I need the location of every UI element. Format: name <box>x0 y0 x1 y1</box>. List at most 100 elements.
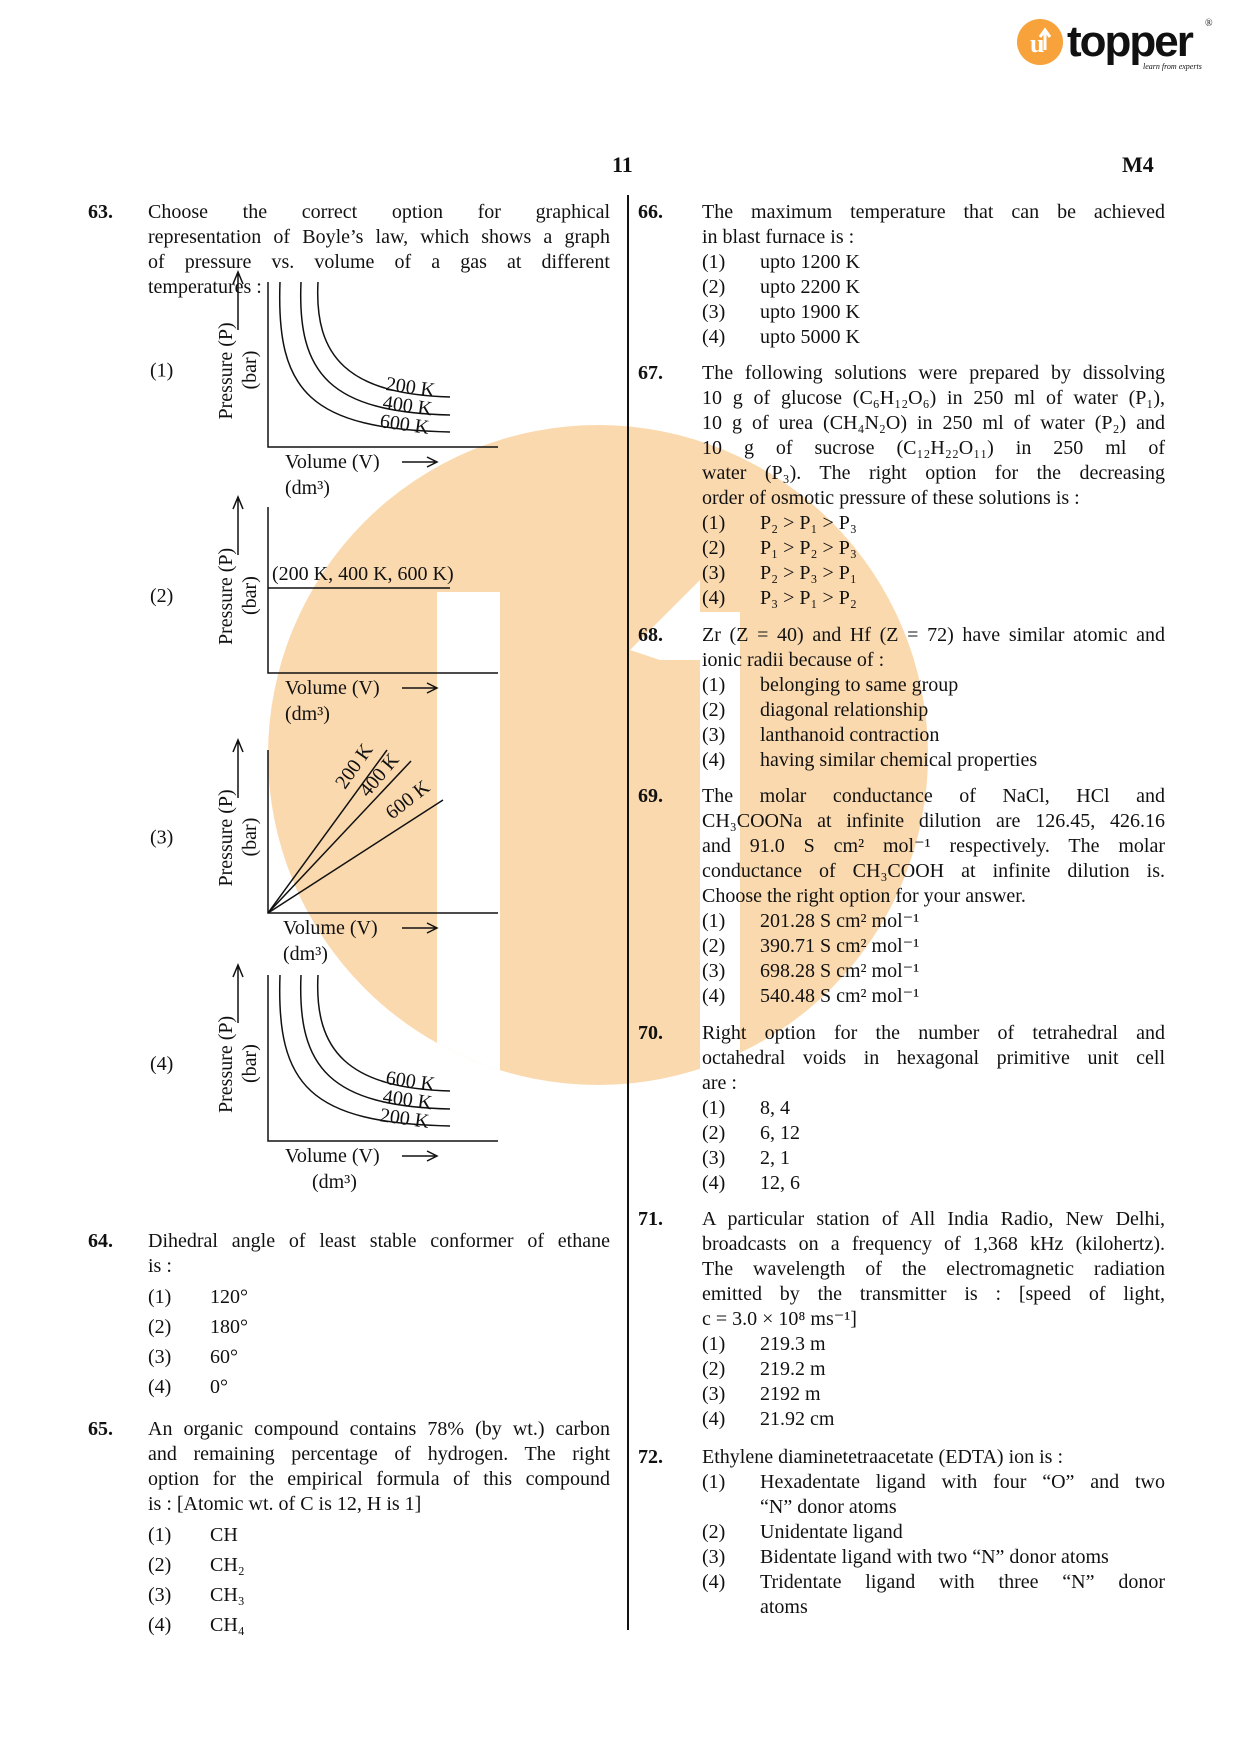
question-line: and remaining percentage of hydrogen. Th… <box>148 1443 610 1465</box>
option-line: 2192 m <box>760 1383 821 1405</box>
option-number: (2) <box>702 1122 726 1144</box>
question-line: order of osmotic pressure of these solut… <box>702 487 1080 509</box>
question-text: Right option for the number of tetrahedr… <box>702 1021 1165 1096</box>
graph-option-label: (2) <box>150 585 173 607</box>
question-line: in blast furnace is : <box>702 226 855 248</box>
answer-option[interactable]: (3)Bidentate ligand with two “N” donor a… <box>702 1545 1165 1570</box>
option-number: (1) <box>702 512 726 534</box>
answer-option[interactable]: (2)219.2 m <box>702 1357 1165 1382</box>
answer-option[interactable]: (2)CH₂ <box>148 1553 510 1578</box>
answer-option[interactable]: (1)upto 1200 K <box>702 250 1165 275</box>
question-line: and 91.0 S cm² mol⁻¹ respectively. The m… <box>702 835 1165 857</box>
answer-option[interactable]: (2)390.71 S cm² mol⁻¹ <box>702 934 1165 959</box>
option-number: (2) <box>148 1554 172 1576</box>
y-axis-label: Pressure (P) <box>215 789 237 886</box>
question-line: Dihedral angle of least stable conformer… <box>148 1230 610 1252</box>
question-line: option for the empirical formula of this… <box>148 1468 610 1490</box>
option-text: 201.28 S cm² mol⁻¹ <box>760 909 1165 934</box>
question-line: water (P₃). The right option for the dec… <box>702 462 1165 484</box>
answer-option[interactable]: (1) 8, 4 <box>702 1096 1165 1121</box>
option-text: P₂ > P₃ > P₁ <box>760 561 1165 586</box>
isochore-line <box>267 799 444 914</box>
question-text: The maximum temperature that can be achi… <box>702 200 1165 250</box>
answer-option[interactable]: (2)upto 2200 K <box>702 275 1165 300</box>
answer-option[interactable]: (1)219.3 m <box>702 1332 1165 1357</box>
answer-option[interactable]: (3)upto 1900 K <box>702 300 1165 325</box>
answer-option[interactable]: (2) 6, 12 <box>702 1121 1165 1146</box>
answer-option[interactable]: (3)698.28 S cm² mol⁻¹ <box>702 959 1165 984</box>
answer-option[interactable]: (2)Unidentate ligand <box>702 1520 1165 1545</box>
question-line: The wavelength of the electromagnetic ra… <box>702 1258 1165 1280</box>
option-text: 180° <box>210 1315 510 1340</box>
graph-axes <box>267 507 498 674</box>
option-number: (1) <box>702 251 726 273</box>
answer-option[interactable]: (2)diagonal relationship <box>702 698 1165 723</box>
answer-option[interactable]: (4)540.48 S cm² mol⁻¹ <box>702 984 1165 1009</box>
option-text: upto 5000 K <box>760 325 1165 350</box>
answer-option[interactable]: (2)P₁ > P₂ > P₃ <box>702 536 1165 561</box>
watermark-u-arrow-icon <box>437 580 740 1085</box>
question-line: Ethylene diaminetetraacetate (EDTA) ion … <box>702 1446 1064 1468</box>
option-text: 6, 12 <box>760 1121 1165 1146</box>
option-number: (1) <box>702 1471 726 1493</box>
answer-option[interactable]: (3)CH₃ <box>148 1583 510 1608</box>
question-number: 64. <box>88 1230 113 1252</box>
answer-option[interactable]: (4)Tridentate ligand with three “N” dono… <box>702 1570 1165 1620</box>
option-number: (4) <box>148 1614 172 1636</box>
answer-option[interactable]: (3)2, 1 <box>702 1146 1165 1171</box>
option-text: 8, 4 <box>760 1096 1165 1121</box>
option-line: Unidentate ligand <box>760 1521 903 1543</box>
answer-option[interactable]: (4)0° <box>148 1375 510 1400</box>
answer-option[interactable]: (3)60° <box>148 1345 510 1370</box>
option-number: (2) <box>702 699 726 721</box>
option-line: atoms <box>760 1596 808 1618</box>
answer-option[interactable]: (3)lanthanoid contraction <box>702 723 1165 748</box>
answer-option[interactable]: (1)belonging to same group <box>702 673 1165 698</box>
option-number: (4) <box>702 587 726 609</box>
answer-option[interactable]: (4)having similar chemical properties <box>702 748 1165 773</box>
option-number: (4) <box>702 326 726 348</box>
isotherm-curve <box>278 281 451 433</box>
answer-option[interactable]: (2)180° <box>148 1315 510 1340</box>
option-number: (1) <box>702 910 726 932</box>
question-text: An organic compound contains 78% (by wt.… <box>148 1417 610 1517</box>
x-axis-unit: (dm³) <box>285 477 330 499</box>
answer-option[interactable]: (1)CH <box>148 1523 510 1548</box>
question-line: Choose the correct option for graphical <box>148 201 610 223</box>
answer-option[interactable]: (1)P₂ > P₁ > P₃ <box>702 511 1165 536</box>
option-text: 21.92 cm <box>760 1407 1165 1432</box>
question-number: 65. <box>88 1418 113 1440</box>
option-text: P₃ > P₁ > P₂ <box>760 586 1165 611</box>
y-axis-unit: (bar) <box>239 1044 261 1083</box>
y-axis-unit: (bar) <box>239 351 261 390</box>
answer-option[interactable]: (4)12, 6 <box>702 1171 1165 1196</box>
answer-option[interactable]: (3)2192 m <box>702 1382 1165 1407</box>
question-line: conductance of CH₃COOH at infinite dilut… <box>702 860 1165 882</box>
answer-option[interactable]: (1)120° <box>148 1285 510 1310</box>
option-number: (3) <box>148 1584 172 1606</box>
answer-option[interactable]: (4)CH₄ <box>148 1613 510 1638</box>
x-axis-arrow-icon <box>402 922 439 934</box>
question-line: CH₃COONa at infinite dilution are 126.45… <box>702 810 1165 832</box>
svg-text:learn from experts: learn from experts <box>1143 62 1202 71</box>
answer-option[interactable]: (4) upto 5000 K <box>702 325 1165 350</box>
answer-option[interactable]: (1) 201.28 S cm² mol⁻¹ <box>702 909 1165 934</box>
option-text: CH <box>210 1523 510 1548</box>
answer-option[interactable]: (3)P₂ > P₃ > P₁ <box>702 561 1165 586</box>
question-number: 71. <box>638 1208 663 1230</box>
y-axis-arrow-icon <box>232 738 244 798</box>
answer-option[interactable]: (4) 21.92 cm <box>702 1407 1165 1432</box>
option-text: belonging to same group <box>760 673 1165 698</box>
question-line: 10 g of glucose (C₆H₁₂O₆) in 250 ml of w… <box>702 387 1165 409</box>
answer-option[interactable]: (4) P₃ > P₁ > P₂ <box>702 586 1165 611</box>
option-number: (4) <box>702 1172 726 1194</box>
question-line: is : <box>148 1255 172 1277</box>
option-number: (1) <box>702 1097 726 1119</box>
question-text: Dihedral angle of least stable conformer… <box>148 1229 610 1279</box>
answer-option[interactable]: (1)Hexadentate ligand with four “O” and … <box>702 1470 1165 1520</box>
watermark-circle <box>268 425 928 1085</box>
option-number: (4) <box>702 1408 726 1430</box>
question-number: 67. <box>638 362 663 384</box>
